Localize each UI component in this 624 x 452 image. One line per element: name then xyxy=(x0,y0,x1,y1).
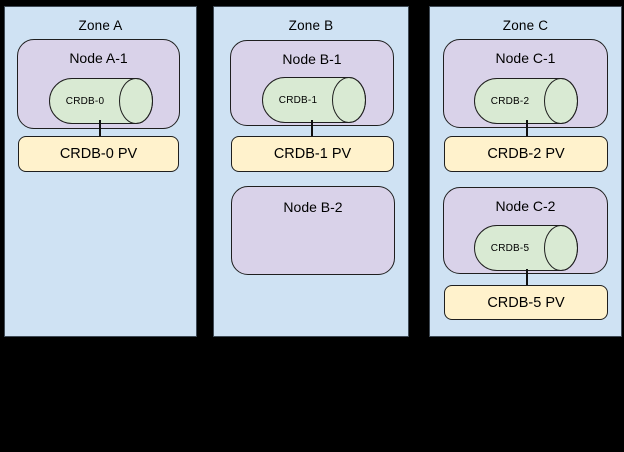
database-cylinder-icon xyxy=(49,78,153,124)
zone-c: Zone C Node C-1 CRDB-2 CRDB-2 PV Node C-… xyxy=(429,6,622,337)
connector-crdb-0-to-pv xyxy=(99,120,101,137)
database-cylinder-icon xyxy=(262,77,366,123)
zone-a: Zone A Node A-1 CRDB-0 CRDB-0 PV xyxy=(4,6,197,337)
zone-b: Zone B Node B-1 CRDB-1 CRDB-1 PV Node B-… xyxy=(213,6,409,337)
zone-a-label: Zone A xyxy=(78,18,123,33)
crdb-0-label: CRDB-0 xyxy=(65,95,105,107)
node-c-1-label: Node C-1 xyxy=(495,50,556,66)
node-b-2: Node B-2 xyxy=(231,186,395,275)
node-c-2-label: Node C-2 xyxy=(495,198,556,214)
connector-crdb-1-to-pv xyxy=(311,120,313,137)
crdb-5-cylinder: CRDB-5 xyxy=(474,225,578,271)
zone-b-label: Zone B xyxy=(288,18,334,33)
node-c-1: Node C-1 CRDB-2 xyxy=(443,39,608,128)
connector-crdb-5-to-pv xyxy=(526,269,528,286)
node-b-1-label: Node B-1 xyxy=(282,51,342,67)
crdb-0-cylinder: CRDB-0 xyxy=(49,78,153,124)
crdb-1-cylinder: CRDB-1 xyxy=(262,77,366,123)
node-c-2: Node C-2 CRDB-5 xyxy=(443,187,608,274)
zone-c-label: Zone C xyxy=(502,18,549,33)
pv-crdb-2: CRDB-2 PV xyxy=(444,136,608,172)
pv-crdb-1: CRDB-1 PV xyxy=(231,136,394,172)
pv-crdb-2-label: CRDB-2 PV xyxy=(487,146,565,162)
node-a-1: Node A-1 CRDB-0 xyxy=(17,39,180,129)
connector-crdb-2-to-pv xyxy=(526,120,528,137)
pv-crdb-0: CRDB-0 PV xyxy=(18,136,179,172)
crdb-5-label: CRDB-5 xyxy=(490,242,530,254)
node-a-1-label: Node A-1 xyxy=(69,50,128,66)
crdb-2-cylinder: CRDB-2 xyxy=(474,78,578,124)
crdb-2-label: CRDB-2 xyxy=(490,95,530,107)
database-cylinder-icon xyxy=(474,78,578,124)
pv-crdb-1-label: CRDB-1 PV xyxy=(273,146,352,162)
pv-crdb-5: CRDB-5 PV xyxy=(444,285,608,320)
pv-crdb-5-label: CRDB-5 PV xyxy=(487,294,565,311)
database-cylinder-icon xyxy=(474,225,578,271)
pv-crdb-0-label: CRDB-0 PV xyxy=(59,146,138,162)
crdb-1-label: CRDB-1 xyxy=(278,94,318,106)
node-b-1: Node B-1 CRDB-1 xyxy=(230,40,394,126)
node-b-2-label: Node B-2 xyxy=(283,199,343,215)
